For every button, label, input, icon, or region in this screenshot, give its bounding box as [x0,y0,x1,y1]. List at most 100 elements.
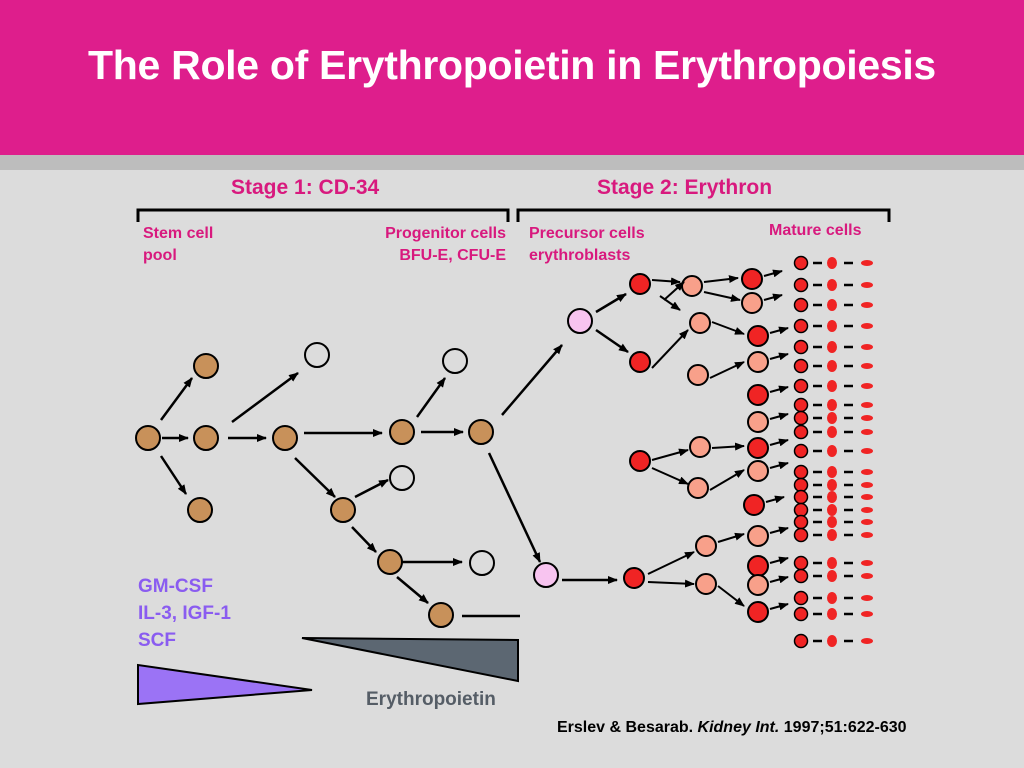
stem-cell [389,419,415,445]
mature-cell [793,477,809,493]
reticulocyte [827,412,837,424]
reticulocyte [827,399,837,411]
empty-cell [442,348,468,374]
reticulocyte [827,479,837,491]
erythroblast [747,325,769,347]
red-blood-cell [861,519,873,525]
arrow [651,277,681,286]
mature-label: Mature cells [769,222,862,239]
header-bar [0,0,1024,155]
growth-factor-scf: SCF [138,630,176,651]
arrow [717,585,745,607]
reticulocyte [827,635,837,647]
arrows [159,292,629,618]
mature-cell [793,555,809,571]
arrow [769,385,789,394]
mature-cell [793,378,809,394]
arrow [651,329,689,369]
stem-cell [187,497,213,523]
arrow [711,442,745,451]
red-blood-cell [861,611,873,617]
empty-cell [469,550,495,576]
arrow [711,321,745,335]
red-blood-cell [861,402,873,408]
stage2-bracket [516,208,891,222]
erythroblast [741,268,763,290]
mature-cell [793,568,809,584]
arrow [763,269,783,278]
stem-cell [135,425,161,451]
erythroblast [741,292,763,314]
red-blood-cell [861,429,873,435]
erythroblast [629,351,651,373]
arrow [769,575,789,584]
erythroblast [743,494,765,516]
stem-cell [330,497,356,523]
mature-cell [793,464,809,480]
progenitor-label-line1: Progenitor cells [385,225,506,242]
red-blood-cell [861,482,873,488]
arrow [663,281,685,301]
erythroblast [747,384,769,406]
red-blood-cell [861,383,873,389]
erythroblast [747,351,769,373]
precursor-label-line2: erythroblasts [529,247,631,264]
reticulocyte [827,608,837,620]
mature-cell [793,358,809,374]
erythroblast [623,567,645,589]
mature-cell [793,633,809,649]
erythropoietin-label: Erythropoietin [366,689,496,710]
reticulocyte [827,380,837,392]
mature-cell [793,489,809,505]
mature-cell [793,502,809,518]
red-blood-cell [861,363,873,369]
reticulocyte [827,570,837,582]
erythroblast [687,364,709,386]
page-title: The Role of Erythropoietin in Erythropoi… [88,42,936,88]
early-cells [135,308,593,628]
red-blood-cell [861,282,873,288]
red-blood-cell [861,448,873,454]
arrow [647,551,695,575]
arrow [647,579,695,588]
red-blood-cell [861,595,873,601]
red-blood-cell [861,638,873,644]
mature-cells [793,255,873,649]
empty-cell [304,342,330,368]
arrow [769,461,789,470]
progenitor-label-line2: BFU-E, CFU-E [399,247,506,264]
arrow [763,293,783,302]
erythroblast [747,601,769,623]
mature-cell [793,443,809,459]
arrow [769,556,789,565]
reticulocyte [827,491,837,503]
arrow [717,532,745,543]
empty-cell [389,465,415,491]
reticulocyte [827,360,837,372]
arrow [703,291,741,302]
mature-cell [793,277,809,293]
stage2-label: Stage 2: Erythron [597,176,773,199]
erythroblast [695,535,717,557]
red-blood-cell [861,344,873,350]
mature-cell [793,527,809,543]
erythroblast [681,275,703,297]
erythroblast [747,555,769,577]
mature-cell [793,318,809,334]
progenitor-label: Progenitor cells BFU-E, CFU-E [336,223,506,267]
red-blood-cell [861,494,873,500]
erythropoietin-wedge [301,637,519,683]
precursor-cell [533,562,559,588]
growth-factor-il3-igf1: IL-3, IGF-1 [138,603,231,624]
mature-cell [793,297,809,313]
arrow [769,352,789,361]
arrow [709,361,745,379]
erythroblast [747,574,769,596]
arrow [659,295,681,311]
mature-cell [793,255,809,271]
mature-cell [793,590,809,606]
precursor-label: Precursor cells erythroblasts [529,223,645,267]
citation-authors: Erslev & Besarab. [557,719,694,736]
red-blood-cell [861,532,873,538]
citation-ref: 1997;51:622-630 [783,719,907,736]
